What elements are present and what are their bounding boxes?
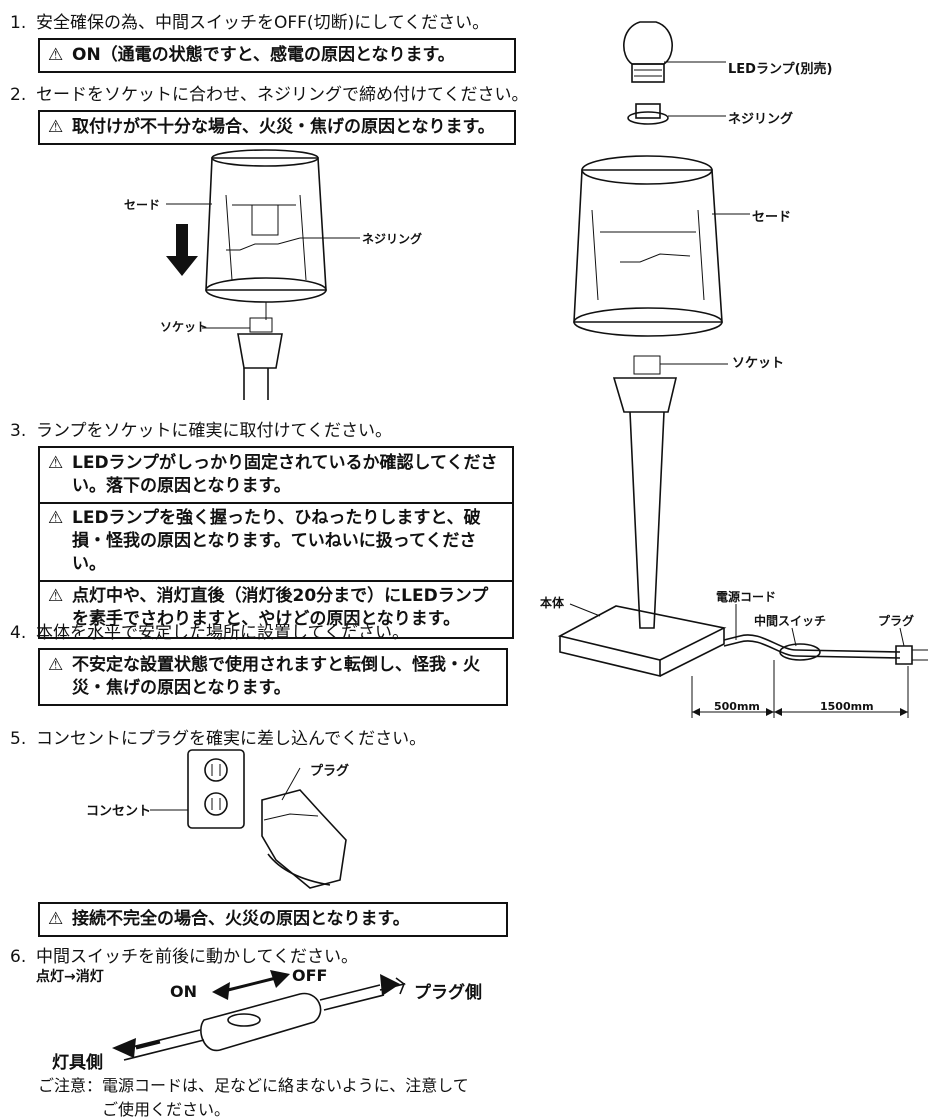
warning-icon: ⚠ [48,45,64,65]
diagram-dim-500: 500mm [714,700,760,713]
warning-icon: ⚠ [48,655,64,675]
socket-label: ソケット [160,320,209,334]
warning-box-1: ⚠ON（通電の状態ですと、感電の原因となります。 [38,38,516,73]
step-3: 3.ランプをソケットに確実に取付けてください。 [10,421,392,441]
switch-on-label: ON [170,982,197,1001]
switch-off-label: OFF [292,966,328,985]
lamp-side-label: 灯具側 [52,1053,103,1073]
lamp-exploded-diagram [557,21,928,718]
diagram-body-label: 本体 [540,596,565,610]
step-2: 2.セードをソケットに合わせ、ネジリングで締め付けてください。 [10,85,529,105]
warning-icon: ⚠ [48,117,64,137]
caution-label: ご注意： [38,1076,103,1095]
outlet-label: コンセント [86,804,152,819]
warning-box-3: ⚠LEDランプがしっかり固定されているか確認してください。落下の原因となります。… [38,446,514,639]
diagram-cord-label: 電源コード [716,590,777,604]
step-1: 1.安全確保の為、中間スイッチをOFF(切断)にしてください。 [10,13,490,33]
ring-label: ネジリング [362,232,423,246]
plug-side-label: プラグ側 [414,983,482,1003]
on-to-off-label: 点灯→消灯 [36,969,104,985]
step5-outlet-illustration [150,749,347,889]
step-5: 5.コンセントにプラグを確実に差し込んでください。 [10,729,427,749]
caution-note: ご注意：電源コードは、足などに絡まないように、注意して ご使用ください。 [38,1076,469,1119]
diagram-dim-1500: 1500mm [820,700,874,713]
diagram-led-lamp-label: LEDランプ(別売) [728,62,833,77]
step6-switch-illustration [112,970,406,1061]
shade-label: セード [124,198,161,212]
diagram-plug-label: プラグ [878,614,915,628]
diagram-switch-label: 中間スイッチ [754,614,827,628]
warning-icon: ⚠ [48,909,64,929]
step-4: 4.本体を水平で安定した場所に設置してください。 [10,623,409,643]
warning-icon: ⚠ [48,507,64,528]
warning-icon: ⚠ [48,585,64,606]
step-6: 6.中間スイッチを前後に動かしてください。 [10,947,358,967]
warning-box-2: ⚠取付けが不十分な場合、火災・焦げの原因となります。 [38,110,516,145]
plug-label: プラグ [310,764,350,779]
diagram-ring-label: ネジリング [728,112,794,127]
diagram-socket-label: ソケット [732,356,785,371]
diagram-shade-label: セード [752,210,792,225]
warning-icon: ⚠ [48,453,64,473]
step2-shade-illustration [166,149,360,400]
warning-box-4: ⚠不安定な設置状態で使用されますと転倒し、怪我・火災・焦げの原因となります。 [38,648,508,706]
warning-box-5: ⚠接続不完全の場合、火災の原因となります。 [38,902,508,937]
